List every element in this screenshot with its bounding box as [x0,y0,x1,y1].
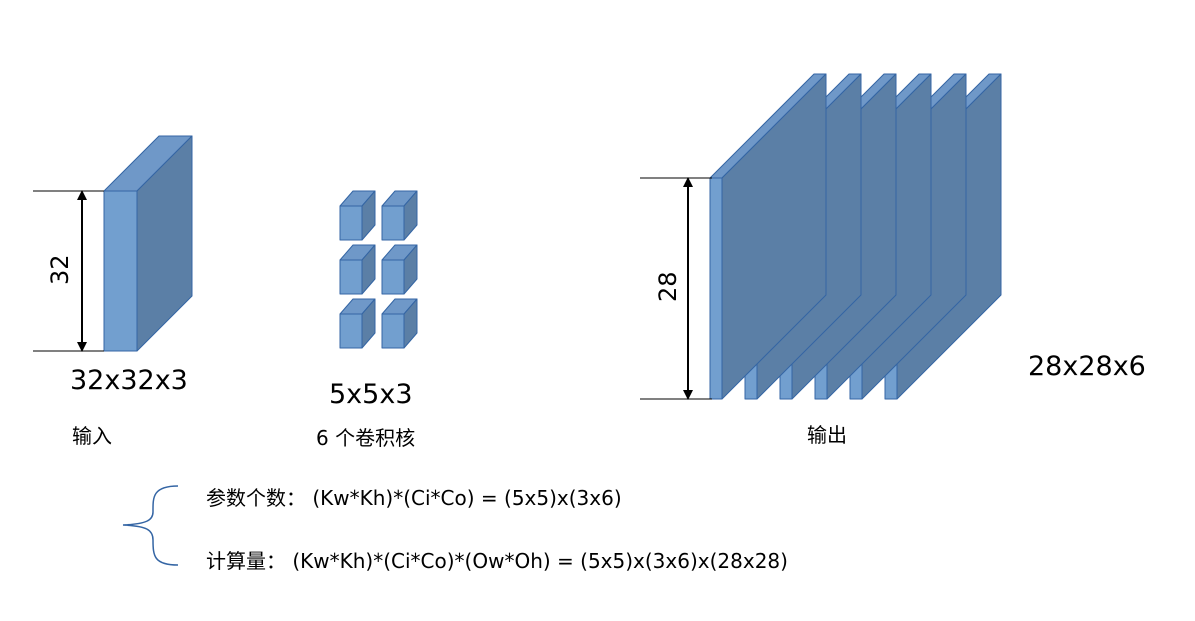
params-formula: 参数个数： (Kw*Kh)*(Ci*Co) = (5x5)x(3x6) [206,486,622,510]
kernel-box-2 [381,190,418,241]
output-height-label: 28 [654,271,682,302]
output-slice-1-front [709,177,723,400]
kernel-box-4 [381,244,418,295]
input-box-front [103,190,138,352]
output-caption: 输出 [807,423,847,447]
kernel-box-5 [339,298,376,349]
output-tensor [709,73,1002,400]
kernel-box-6 [381,298,418,349]
output-height-dimension [640,177,712,400]
kernel-box-4-front [381,259,405,295]
kernel-box-5-front [339,313,363,349]
input-height-dimension [33,190,104,352]
input-box [103,135,193,352]
input-dims-label: 32x32x3 [70,365,188,396]
kernel-box-2-front [381,205,405,241]
kernel-box-1-front [339,205,363,241]
input-caption: 输入 [72,424,112,448]
compute-formula: 计算量： (Kw*Kh)*(Ci*Co)*(Ow*Oh) = (5x5)x(3x… [206,549,788,573]
output-slice-1 [709,73,827,400]
kernel-grid [339,190,418,349]
kernel-caption: 6 个卷积核 [316,426,416,450]
kernel-dims-label: 5x5x3 [329,379,413,410]
kernel-box-6-front [381,313,405,349]
output-dims-label: 28x28x6 [1028,351,1146,382]
input-tensor [103,135,193,352]
kernel-box-3-front [339,259,363,295]
kernel-box-1 [339,190,376,241]
formula-brace [122,485,179,566]
kernel-box-3 [339,244,376,295]
input-height-label: 32 [46,254,74,285]
